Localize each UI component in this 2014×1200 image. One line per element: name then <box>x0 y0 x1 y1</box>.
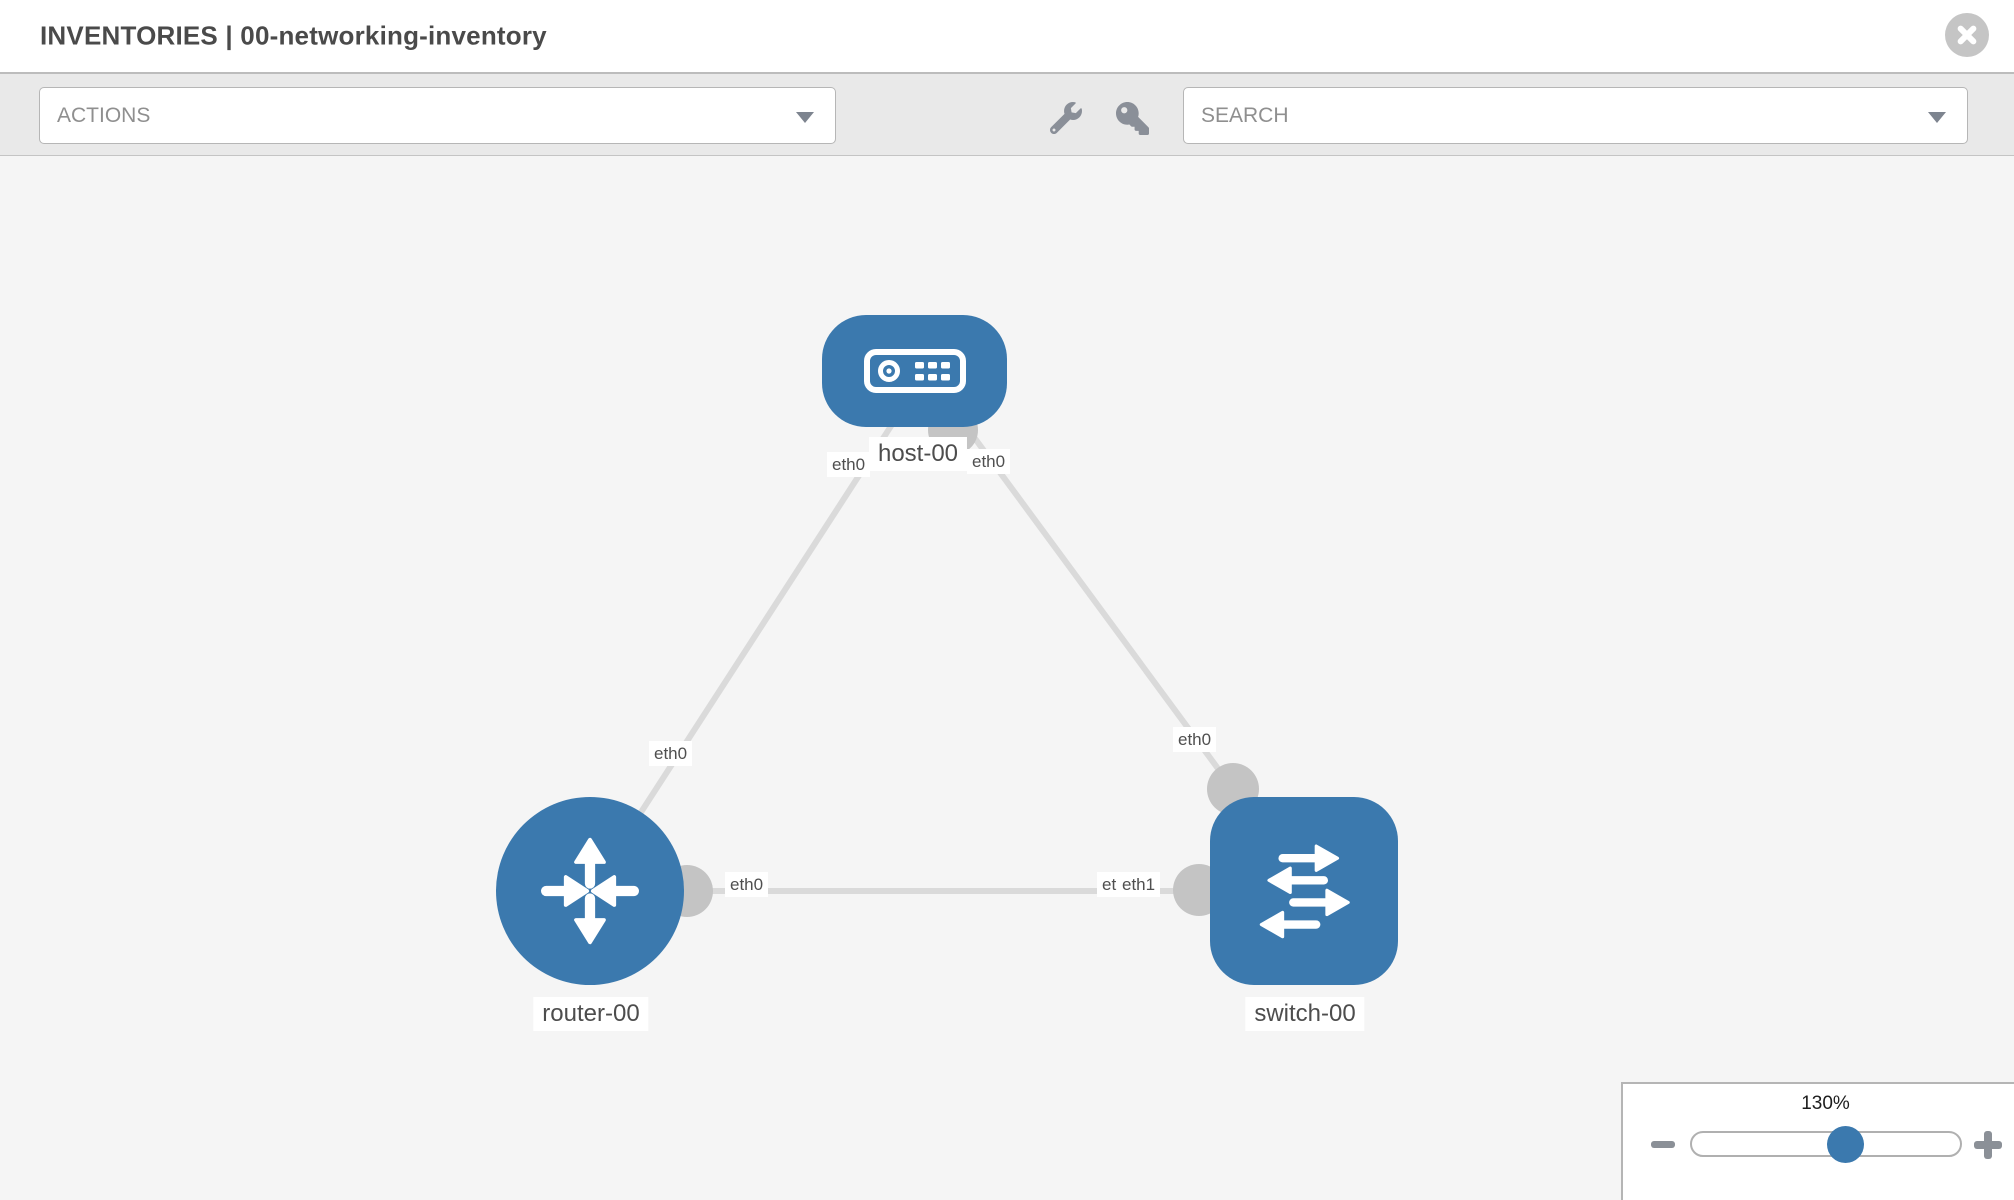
actions-dropdown-label: ACTIONS <box>57 104 151 127</box>
port-label: eth0 <box>649 741 693 767</box>
port-label: eth0 <box>1173 727 1217 753</box>
zoom-out-button[interactable] <box>1647 1132 1679 1156</box>
zoom-control-panel: 130% <box>1621 1082 2014 1200</box>
node-label-host-00: host-00 <box>868 437 968 471</box>
node-router-00[interactable] <box>496 797 684 985</box>
wrench-icon <box>1050 102 1082 134</box>
zoom-slider[interactable] <box>1690 1131 1962 1157</box>
chevron-down-icon <box>1928 112 1946 123</box>
zoom-in-button[interactable] <box>1971 1122 2005 1166</box>
port-label: eth0 <box>827 452 871 478</box>
toolbar: ACTIONS SEARCH <box>0 72 2014 156</box>
port-label: eth0 <box>725 872 769 898</box>
port-label: eth0 <box>967 449 1011 475</box>
key-icon <box>1115 101 1149 135</box>
router-icon <box>541 837 639 945</box>
minus-icon <box>1651 1141 1675 1148</box>
close-button[interactable] <box>1945 13 1989 57</box>
search-placeholder: SEARCH <box>1201 104 1289 127</box>
switch-icon <box>1259 844 1350 939</box>
zoom-level: 130% <box>1801 1093 1850 1114</box>
node-label-switch-00: switch-00 <box>1245 997 1365 1031</box>
port-label: eth1 <box>1117 872 1161 898</box>
topology-canvas[interactable]: eth0 eth0 eth0 eth0 eth0 eth0 eth1 host-… <box>0 156 2014 1200</box>
key-tool-button[interactable] <box>1108 97 1156 139</box>
x-circle-icon <box>1945 13 1989 57</box>
link-host-switch <box>923 370 1236 791</box>
zoom-slider-thumb[interactable] <box>1827 1126 1864 1163</box>
wrench-tool-button[interactable] <box>1042 97 1090 139</box>
node-switch-00[interactable] <box>1210 797 1398 985</box>
node-label-router-00: router-00 <box>533 997 649 1031</box>
window-header: INVENTORIES | 00-networking-inventory <box>0 0 2014 72</box>
search-dropdown[interactable]: SEARCH <box>1183 87 1968 144</box>
chevron-down-icon <box>796 112 814 123</box>
node-host-00[interactable] <box>822 315 1007 427</box>
host-icon <box>863 349 966 393</box>
page-title: INVENTORIES | 00-networking-inventory <box>40 20 547 51</box>
topology-links-layer <box>587 370 1259 917</box>
actions-dropdown[interactable]: ACTIONS <box>39 87 836 144</box>
